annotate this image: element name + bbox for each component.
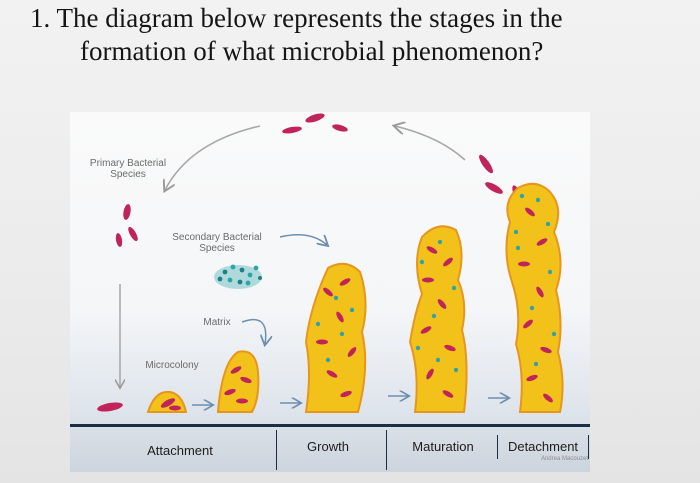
stage-growth: Growth [307,439,349,454]
label-secondary-line-1: Secondary Bacterial [172,232,262,243]
question-line-2: formation of what microbial phenomenon? [80,36,544,66]
stage-detachment: Detachment [497,435,589,459]
question-text: 1. The diagram below represents the stag… [30,2,670,68]
label-secondary-line-2: Species [199,243,235,254]
label-matrix: Matrix [203,317,231,328]
floating-bacteria [282,113,348,134]
cycle-arrow-right [395,126,466,161]
stage-divider [386,430,387,470]
stage-attachment: Attachment [147,443,213,458]
detachment-colony [505,182,564,413]
biofilm-diagram: Primary Bacterial Species Secondary Bact… [70,112,590,472]
stage-divider [276,430,277,470]
secondary-bacteria-cluster [214,264,262,289]
label-secondary-species: Secondary Bacterial Species [152,232,282,254]
label-primary-species: Primary Bacterial Species [78,158,178,180]
primary-bacteria [115,204,138,247]
credit-text: Andrea Macouzet [540,456,588,462]
surface-arrows [192,396,508,405]
diagram-illustration [97,113,564,413]
secondary-arrow [279,234,327,245]
label-primary-line-2: Species [110,169,146,180]
stage-bar: Attachment Growth Maturation Detachment [70,424,590,471]
attached-bacterium [97,402,123,412]
growth-colony [304,262,367,413]
microcolony [216,350,260,413]
initial-colony [146,390,188,413]
label-primary-line-1: Primary Bacterial [89,158,167,169]
maturation-colony [408,225,468,413]
matrix-arrow [241,318,266,344]
question-line-1: 1. The diagram below represents the stag… [30,3,563,33]
stage-maturation: Maturation [412,439,474,454]
cycle-arrow-left [165,125,261,190]
label-microcolony: Microcolony [145,360,199,371]
